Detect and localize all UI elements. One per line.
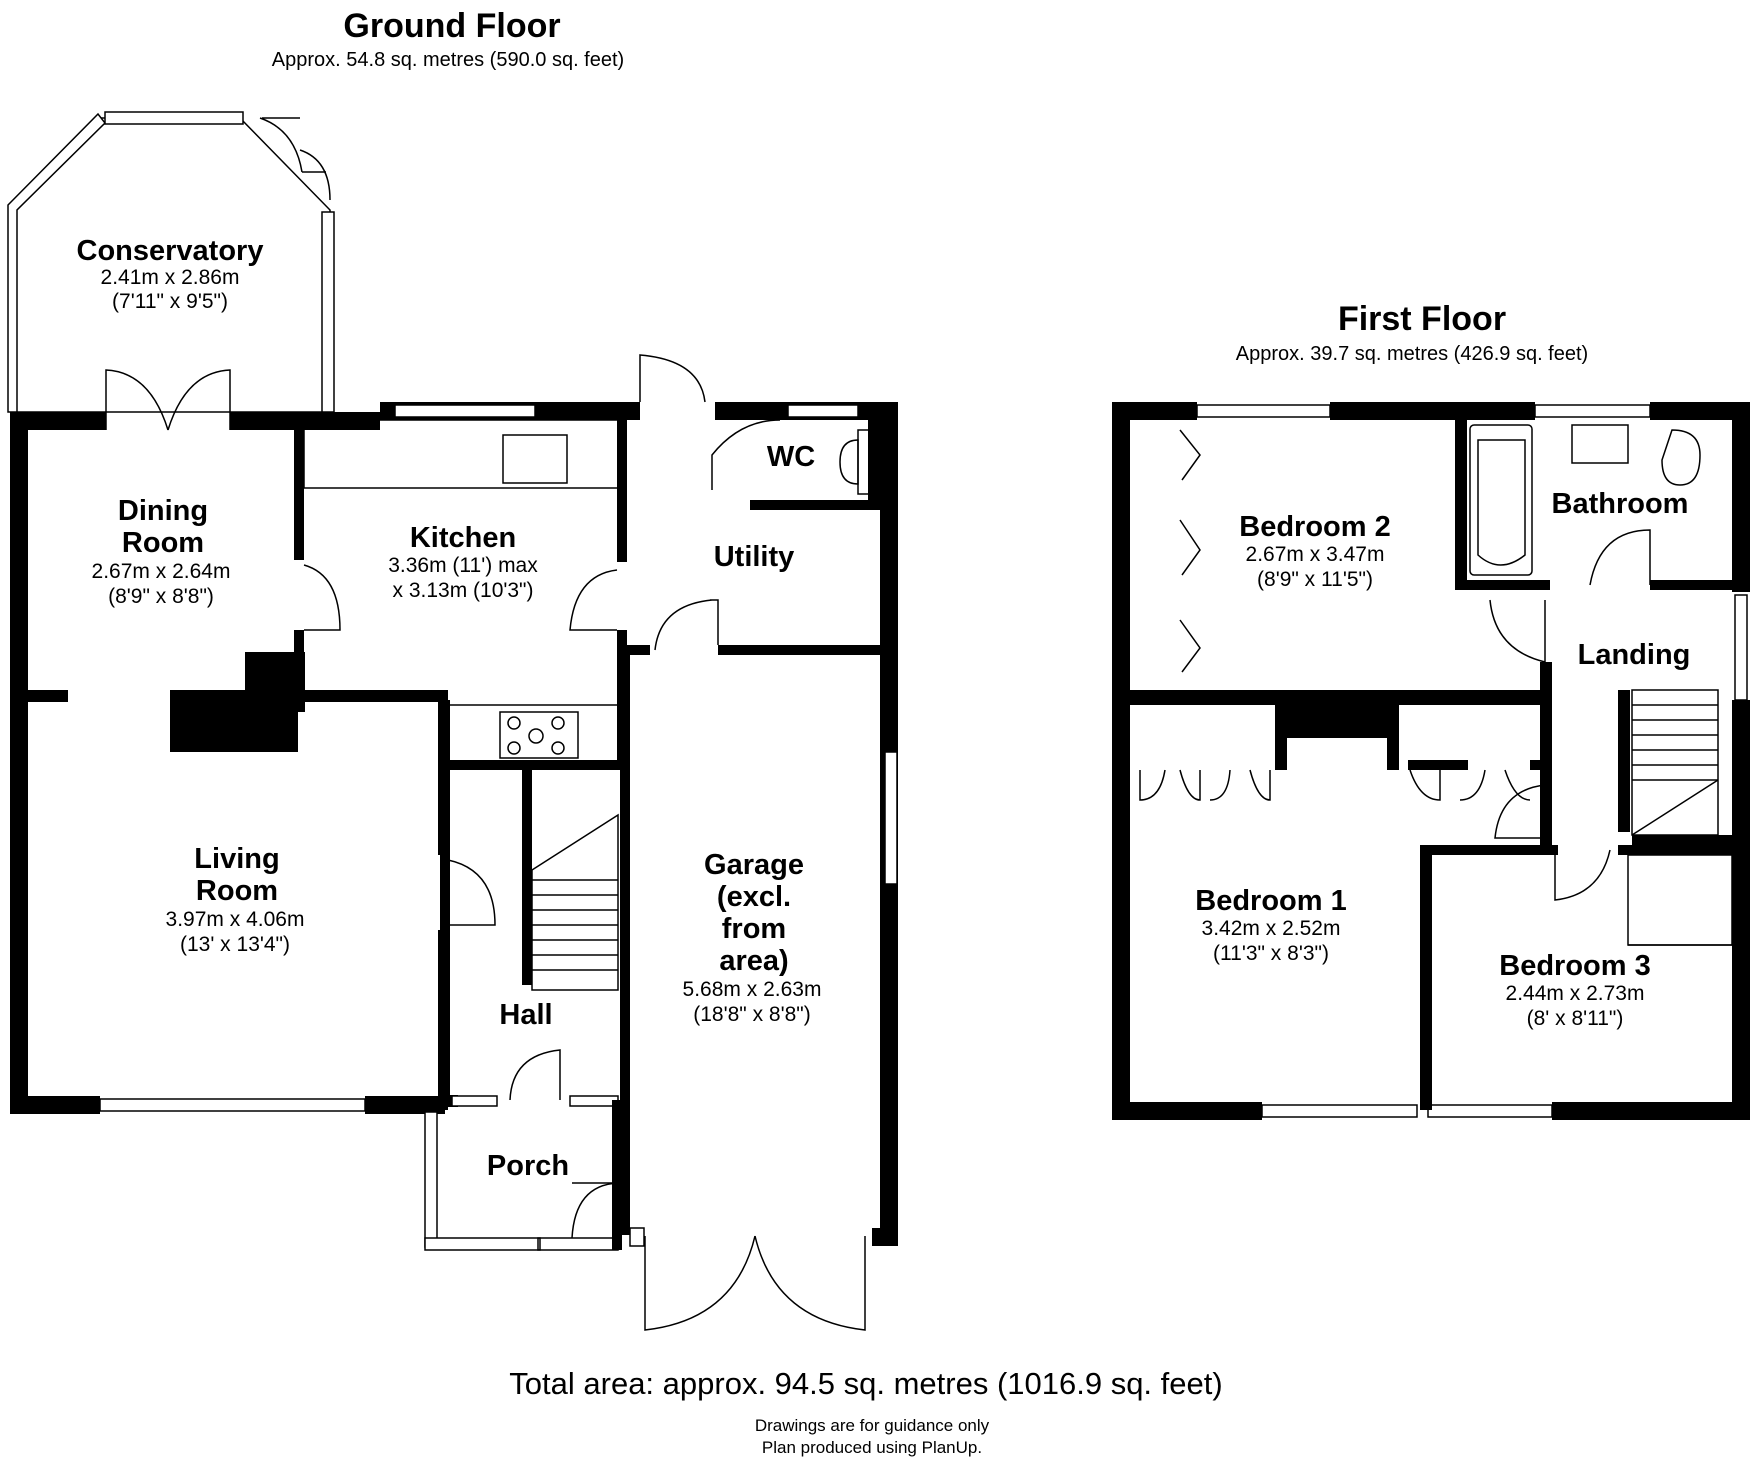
ground-floor-title: Ground Floor — [343, 7, 560, 45]
room-name: from — [722, 913, 786, 945]
room-landing: Landing — [1578, 639, 1691, 671]
ground-floor-plan — [7, 111, 898, 1331]
room-garage: Garage (excl. from area) 5.68m x 2.63m (… — [683, 849, 822, 1026]
room-dims: 2.41m x 2.86m — [101, 266, 240, 289]
first-floor-plan — [1112, 402, 1750, 1120]
room-name: Garage — [704, 849, 804, 881]
room-name: Bedroom 1 — [1195, 885, 1346, 917]
room-porch: Porch — [487, 1150, 569, 1182]
room-name: (excl. — [717, 881, 791, 913]
room-bathroom: Bathroom — [1552, 488, 1689, 520]
room-dims: x 3.13m (10'3") — [392, 579, 533, 602]
room-dims: 3.97m x 4.06m — [166, 908, 305, 931]
first-floor-area: Approx. 39.7 sq. metres (426.9 sq. feet) — [1236, 343, 1588, 365]
room-dims: (11'3" x 8'3") — [1213, 942, 1329, 965]
room-dims: 3.42m x 2.52m — [1202, 917, 1341, 940]
room-utility: Utility — [714, 541, 795, 573]
ground-floor-area: Approx. 54.8 sq. metres (590.0 sq. feet) — [272, 49, 624, 71]
room-dims: (8'9" x 11'5") — [1257, 568, 1373, 591]
room-dims: (8' x 8'11") — [1527, 1007, 1624, 1030]
room-bedroom-3: Bedroom 3 2.44m x 2.73m (8' x 8'11") — [1499, 950, 1650, 1030]
planup-note: Plan produced using PlanUp. — [762, 1438, 982, 1457]
room-name: Dining — [118, 495, 208, 527]
room-conservatory: Conservatory 2.41m x 2.86m (7'11" x 9'5"… — [77, 235, 264, 313]
guidance-note: Drawings are for guidance only — [755, 1416, 990, 1435]
room-bedroom-1: Bedroom 1 3.42m x 2.52m (11'3" x 8'3") — [1195, 885, 1346, 965]
room-dims: 3.36m (11') max — [388, 554, 538, 577]
room-dims: 2.67m x 3.47m — [1246, 543, 1385, 566]
room-dims: (7'11" x 9'5") — [112, 290, 228, 313]
room-dims: (13' x 13'4") — [180, 933, 290, 956]
room-hall: Hall — [499, 999, 552, 1031]
room-dining-room: Dining Room 2.67m x 2.64m (8'9" x 8'8") — [92, 495, 231, 608]
first-floor-title: First Floor — [1338, 300, 1506, 338]
room-name: Room — [122, 527, 204, 559]
room-dims: (8'9" x 8'8") — [108, 585, 214, 608]
room-kitchen: Kitchen 3.36m (11') max x 3.13m (10'3") — [388, 522, 538, 602]
room-dims: (18'8" x 8'8") — [693, 1003, 810, 1026]
total-area: Total area: approx. 94.5 sq. metres (101… — [509, 1366, 1222, 1401]
room-bedroom-2: Bedroom 2 2.67m x 3.47m (8'9" x 11'5") — [1239, 511, 1390, 591]
room-name: Conservatory — [77, 235, 264, 267]
room-dims: 5.68m x 2.63m — [683, 978, 822, 1001]
room-name: Bedroom 3 — [1499, 950, 1650, 982]
room-dims: 2.44m x 2.73m — [1506, 982, 1645, 1005]
room-name: Room — [196, 875, 278, 907]
room-living-room: Living Room 3.97m x 4.06m (13' x 13'4") — [166, 843, 305, 956]
room-dims: 2.67m x 2.64m — [92, 560, 231, 583]
room-name: Bedroom 2 — [1239, 511, 1390, 543]
room-name: Kitchen — [410, 522, 516, 554]
room-name: Living — [194, 843, 279, 875]
room-name: area) — [719, 945, 788, 977]
room-wc: WC — [767, 441, 815, 473]
